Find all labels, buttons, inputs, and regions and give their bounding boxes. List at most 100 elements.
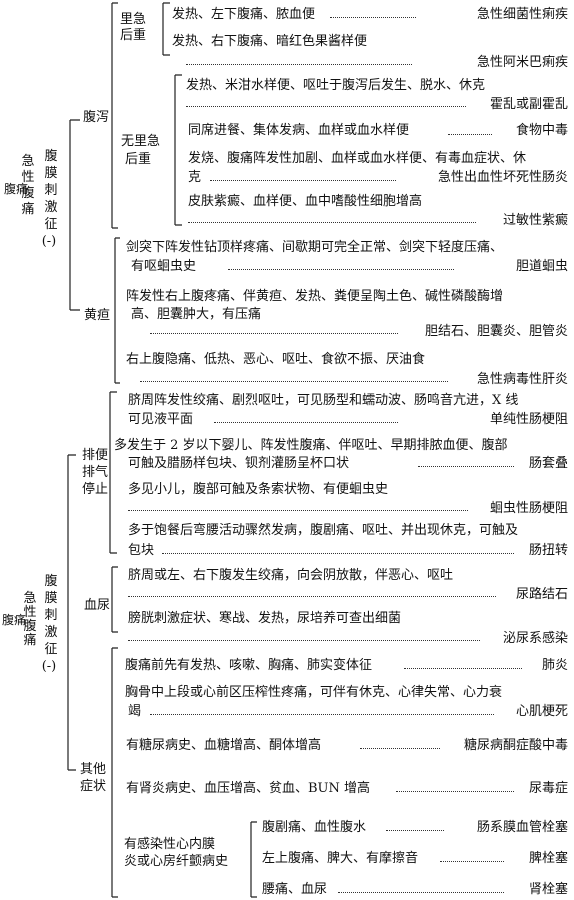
r3-diagnosis: 霍乱或副霍乱 — [489, 97, 568, 112]
b10-symptom: 有肾炎病史、血压增高、贫血、BUN 增高 — [126, 781, 371, 796]
b9-symptom: 有糖尿病史、血糖增高、酮体增高 — [126, 738, 322, 753]
root-bottom-small: 腹痛 — [2, 613, 27, 627]
b7-leader — [404, 668, 522, 669]
b12-leader — [440, 861, 504, 862]
b5-diagnosis: 尿路结石 — [515, 587, 568, 602]
b2-symptom-line2: 可触及腊肠样包块、钡剂灌肠呈杯口状 — [128, 456, 350, 471]
r4-leader — [448, 134, 492, 135]
sub-no-tenesmus: 无里急后重 — [121, 134, 161, 167]
r8-diagnosis: 胆结石、胆囊炎、胆管炎 — [424, 324, 568, 339]
b7-symptom: 腹痛前先有发热、咳嗽、胸痛、肺实变体征 — [125, 658, 373, 673]
b1-symptom-line1: 脐周阵发性绞痛、剧烈呕吐，可见肠型和蠕动波、肠鸣音亢进，X 线 — [128, 393, 519, 408]
r3-leader — [186, 106, 466, 107]
b13-leader — [338, 892, 504, 893]
b6-leader — [128, 640, 480, 641]
b1-symptom-line2: 可见液平面 — [128, 412, 194, 427]
r2-diagnosis: 急性阿米巴痢疾 — [476, 55, 568, 70]
bracket-top-main — [69, 119, 80, 311]
bracket-endo — [250, 821, 257, 898]
cat-obstruct: 排便排气停止 — [82, 448, 109, 497]
r7-symptom-line2: 有呕蛔虫史 — [131, 259, 197, 274]
r9-symptom: 右上腹隐痛、低热、恶心、呕吐、食欲不振、厌油食 — [126, 352, 426, 367]
root-bottom-vertical: 急性腹痛 — [23, 591, 37, 648]
r9-leader — [140, 381, 448, 382]
b9-leader — [360, 748, 440, 749]
r1-diagnosis: 急性细菌性痢疾 — [476, 7, 568, 22]
r6-symptom: 皮肤紫癜、血样便、血中嗜酸性细胞增高 — [188, 194, 423, 209]
b13-symptom: 腰痛、血尿 — [262, 882, 328, 897]
b4-symptom-line2: 包块 — [128, 543, 155, 558]
r8-leader — [150, 333, 398, 334]
r7-leader — [228, 269, 454, 270]
b3-diagnosis: 蛔虫性肠梗阻 — [489, 501, 568, 516]
r5-diagnosis: 急性出血性坏死性肠炎 — [437, 170, 568, 185]
b8-symptom-line2: 竭 — [128, 704, 142, 719]
root-top-vertical: 急性腹痛 — [21, 154, 35, 217]
cat-diarrhea: 腹泻 — [83, 110, 110, 125]
r3-symptom: 发热、米泔水样便、呕吐于腹泻后发生、脱水、休克 — [186, 78, 486, 93]
bracket-tenesmus — [162, 2, 170, 56]
b11-diagnosis: 肠系膜血管栓塞 — [476, 820, 568, 835]
bracket-no-tenesmus — [174, 74, 182, 226]
b11-leader — [386, 830, 444, 831]
b3-leader — [128, 510, 468, 511]
cat-jaundice: 黄疸 — [84, 308, 111, 323]
b9-diagnosis: 糖尿病酮症酸中毒 — [463, 738, 568, 753]
b5-symptom: 脐周或左、右下腹发生绞痛，向会阴放散，伴恶心、呕吐 — [128, 568, 454, 583]
b6-diagnosis: 泌尿系感染 — [502, 631, 568, 646]
b10-diagnosis: 尿毒症 — [528, 781, 568, 796]
b12-symptom: 左上腹痛、脾大、有摩擦音 — [262, 851, 419, 866]
class-bottom: 腹膜刺激征(-) — [41, 574, 58, 674]
b4-diagnosis: 肠扭转 — [528, 543, 568, 558]
r9-diagnosis: 急性病毒性肝炎 — [476, 372, 568, 387]
r2-leader — [186, 64, 412, 65]
cat-other: 其他症状 — [80, 762, 107, 794]
root-top-small: 腹痛 — [4, 182, 29, 196]
b2-diagnosis: 肠套叠 — [528, 456, 568, 471]
r4-symptom: 同席进餐、集体发病、血样或血水样便 — [188, 123, 410, 138]
r4-diagnosis: 食物中毒 — [515, 123, 568, 138]
r7-symptom-line1: 剑突下阵发性钻顶样疼痛、间歇期可完全正常、剑突下轻度压痛、 — [126, 240, 504, 255]
b4-symptom-line1: 多于饱餐后弯腰活动骤然发病，腹剧痛、呕吐、并出现休克，可触及 — [128, 523, 519, 538]
b2-leader — [418, 466, 514, 467]
b8-leader — [150, 714, 494, 715]
b12-diagnosis: 脾栓塞 — [528, 851, 568, 866]
b5-leader — [128, 596, 496, 597]
b8-symptom-line1: 胸骨中上段或心前区压榨性疼痛，可伴有休克、心律失常、心力衰 — [125, 685, 503, 700]
bracket-obstruct — [109, 391, 117, 554]
r2-symptom: 发热、右下腹痛、暗红色果酱样便 — [172, 34, 368, 49]
b11-symptom: 腹剧痛、血性腹水 — [262, 820, 367, 835]
r6-leader — [188, 222, 476, 223]
r5-symptom-line1: 发烧、腹痛阵发性加剧、血样或血水样便、有毒血症状、休 — [188, 151, 527, 166]
r6-diagnosis: 过敏性紫癜 — [502, 213, 568, 228]
b8-diagnosis: 心肌梗死 — [515, 704, 568, 719]
bracket-other — [111, 647, 118, 898]
bracket-diarrhea — [111, 2, 118, 229]
r8-symptom-line2: 高、胆囊肿大，有压痛 — [131, 307, 262, 322]
sub-endocarditis: 有感染性心内膜炎或心房纤颤病史 — [124, 837, 229, 869]
r5-symptom-line2: 克 — [188, 170, 202, 185]
b7-diagnosis: 肺炎 — [541, 658, 568, 673]
r5-leader — [210, 180, 396, 181]
b1-diagnosis: 单纯性肠梗阻 — [489, 412, 568, 427]
r1-leader — [330, 17, 416, 18]
bracket-jaundice — [114, 237, 120, 384]
bracket-hematuria — [111, 566, 118, 633]
root-top-label: 急性腹痛 — [4, 154, 34, 258]
b4-leader — [162, 553, 514, 554]
r7-diagnosis: 胆道蛔虫 — [515, 259, 568, 274]
b2-symptom-line1: 多发生于 2 岁以下婴儿、阵发性腹痛、伴呕吐、早期排脓血便、腹部 — [114, 438, 508, 453]
bracket-bottom-main — [67, 454, 76, 771]
sub-tenesmus: 里急后重 — [120, 12, 147, 43]
class-top: 腹膜刺激征(-) — [41, 149, 58, 249]
r1-symptom: 发热、左下腹痛、脓血便 — [172, 7, 316, 22]
b13-diagnosis: 肾栓塞 — [528, 882, 568, 897]
cat-hematuria: 血尿 — [84, 598, 111, 613]
b3-symptom: 多见小儿，腹部可触及条索状物、有便蛔虫史 — [128, 482, 389, 497]
b1-leader — [214, 422, 398, 423]
b6-symptom: 膀胱刺激症状、寒战、发热，尿培养可查出细菌 — [128, 611, 402, 626]
r8-symptom-line1: 阵发性右上腹疼痛、伴黄疸、发热、粪便呈陶土色、碱性磷酸酶增 — [126, 289, 504, 304]
b10-leader — [396, 791, 514, 792]
